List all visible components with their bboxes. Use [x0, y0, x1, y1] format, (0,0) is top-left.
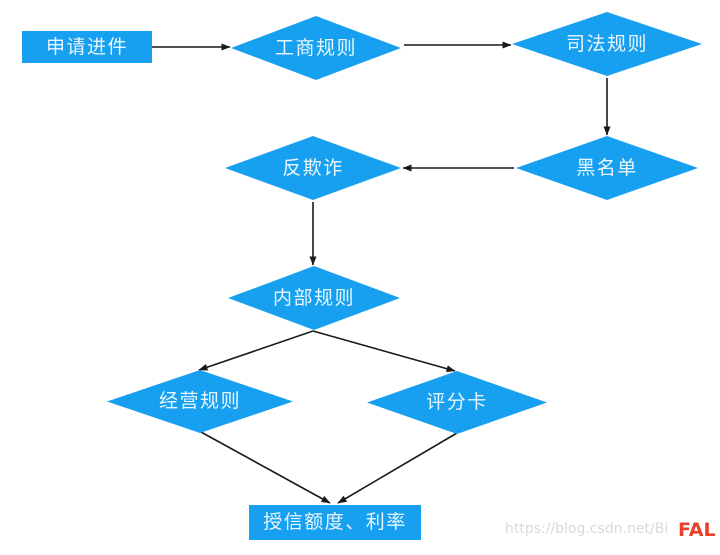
- edge-internal-to-scorecard: [312, 330, 456, 373]
- node-business[interactable]: 工商规则: [231, 16, 401, 80]
- node-label-scorecard: 评分卡: [426, 391, 488, 413]
- node-label-business: 工商规则: [274, 36, 357, 59]
- node-internal[interactable]: 内部规则: [228, 266, 400, 330]
- node-label-internal: 内部规则: [272, 286, 355, 309]
- node-apply[interactable]: 申请进件: [22, 31, 152, 63]
- edge-scorecard-to-credit: [337, 432, 458, 504]
- node-credit[interactable]: 授信额度、利率: [249, 505, 421, 540]
- node-label-antifraud: 反欺诈: [282, 156, 344, 179]
- node-label-apply: 申请进件: [45, 35, 128, 58]
- node-operating[interactable]: 经营规则: [107, 370, 293, 433]
- watermark-url: https://blog.csdn.net/Bi: [505, 521, 669, 537]
- watermark-brand: FAL: [678, 519, 716, 541]
- edge-operating-to-credit: [200, 431, 331, 504]
- node-blacklist[interactable]: 黑名单: [516, 136, 698, 200]
- node-antifraud[interactable]: 反欺诈: [225, 136, 401, 200]
- edge-internal-to-operating: [198, 330, 314, 371]
- node-label-credit: 授信额度、利率: [263, 511, 407, 533]
- node-label-judicial: 司法规则: [565, 32, 648, 55]
- node-scorecard[interactable]: 评分卡: [367, 371, 547, 434]
- node-label-blacklist: 黑名单: [576, 156, 638, 179]
- node-judicial[interactable]: 司法规则: [512, 12, 702, 76]
- node-label-operating: 经营规则: [158, 390, 241, 412]
